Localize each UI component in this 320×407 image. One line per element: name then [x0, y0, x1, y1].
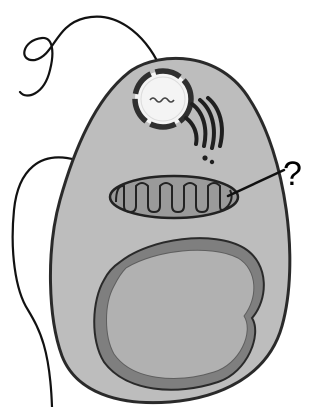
mitochondrion: [110, 176, 238, 218]
vacuole-inner: [107, 250, 254, 378]
mitochondrion-label: ?: [283, 155, 302, 193]
